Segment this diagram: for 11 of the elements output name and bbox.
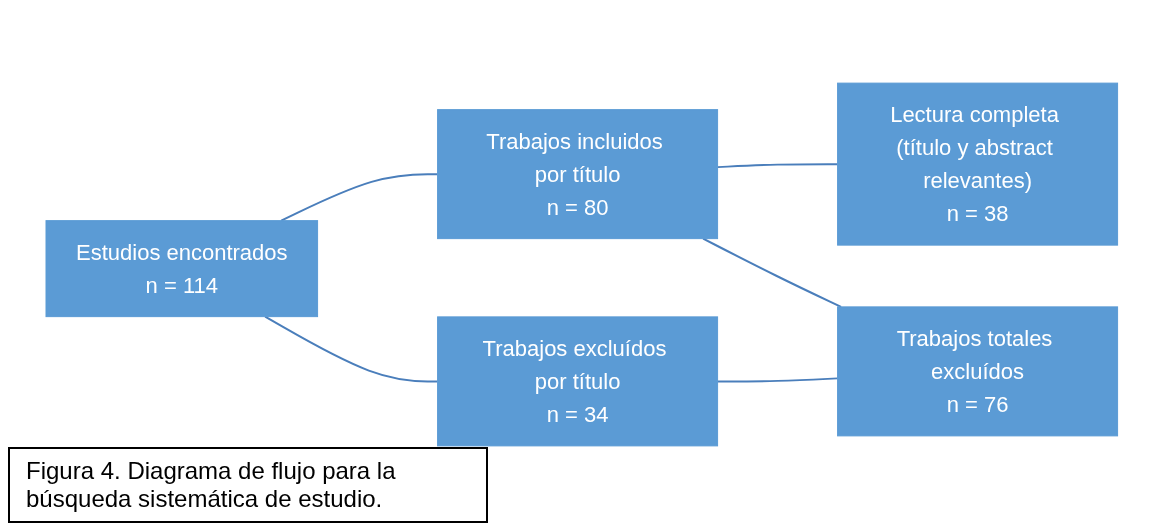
connector [701,237,842,308]
figure-caption: Figura 4. Diagrama de flujo para la búsqueda sistemática de estudio. [8,447,488,523]
node-box: Trabajos incluidos por título n = 80 [436,109,718,240]
node-box: Trabajos totales excluídos n = 76 [836,306,1118,437]
node-box: Trabajos excluídos por título n = 34 [436,316,718,447]
connector [279,173,439,222]
node-box: Estudios encontrados n = 114 [45,220,318,318]
connector [263,315,439,383]
connector [716,377,839,383]
node-box: Lectura completa (título y abstract relevantes) n = 38 [836,82,1118,246]
connector [716,163,839,169]
